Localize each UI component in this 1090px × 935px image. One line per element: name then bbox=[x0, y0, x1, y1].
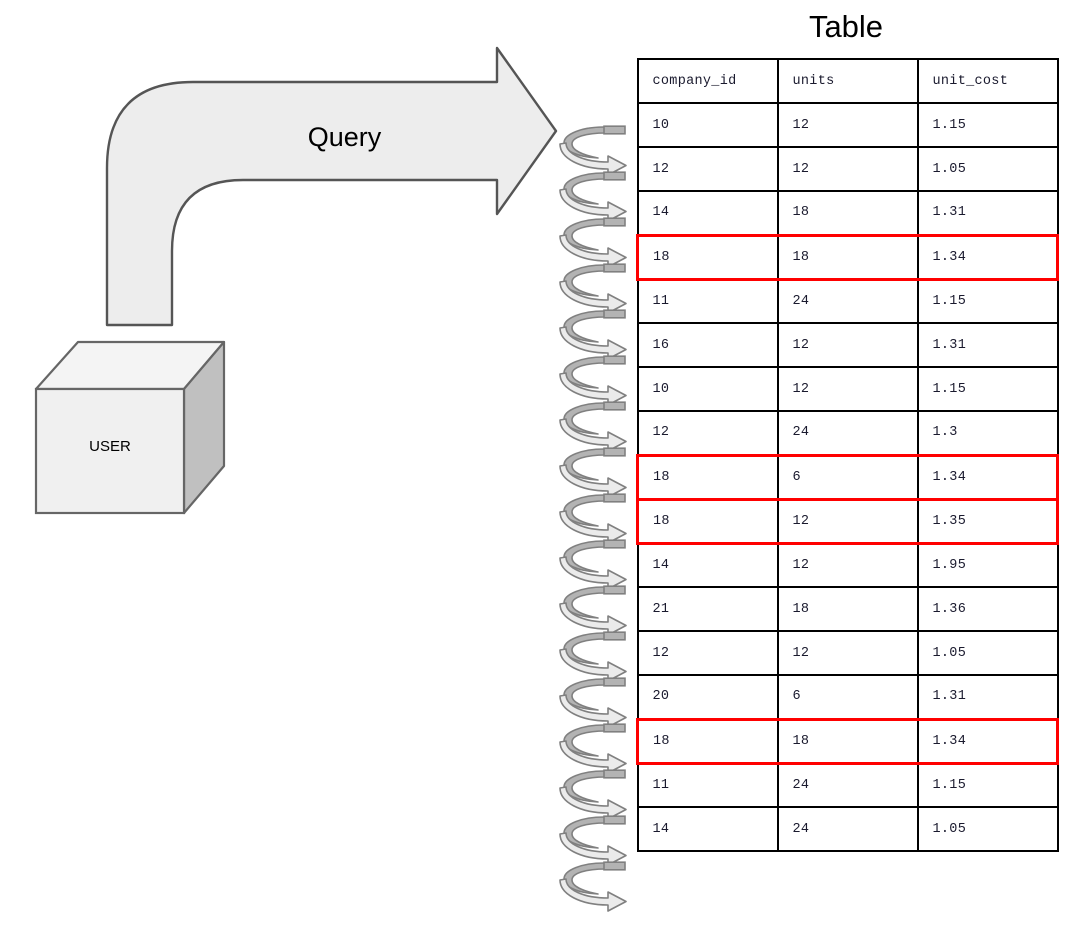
cell-company-id: 18 bbox=[636, 453, 779, 501]
query-arrow-shape bbox=[105, 46, 558, 327]
cell-unit-cost: 1.95 bbox=[916, 542, 1059, 588]
cell-unit-cost: 1.15 bbox=[916, 102, 1059, 148]
cell-unit-cost: 1.3 bbox=[916, 410, 1059, 456]
user-cube-label: USER bbox=[89, 438, 131, 455]
cell-units: 18 bbox=[776, 190, 919, 236]
cell-unit-cost: 1.05 bbox=[916, 630, 1059, 676]
table-header-row: company_id units unit_cost bbox=[636, 58, 1059, 104]
cell-unit-cost: 1.35 bbox=[916, 497, 1059, 545]
cell-unit-cost: 1.05 bbox=[916, 146, 1059, 192]
table-head: company_id units unit_cost bbox=[636, 58, 1059, 104]
cell-company-id: 12 bbox=[636, 146, 779, 192]
cell-units: 12 bbox=[776, 497, 919, 545]
cell-unit-cost: 1.31 bbox=[916, 674, 1059, 720]
cell-company-id: 21 bbox=[636, 586, 779, 632]
cell-units: 24 bbox=[776, 762, 919, 808]
cell-units: 18 bbox=[776, 233, 919, 281]
cell-units: 6 bbox=[776, 453, 919, 501]
cell-units: 12 bbox=[776, 322, 919, 368]
cell-company-id: 14 bbox=[636, 542, 779, 588]
cell-company-id: 11 bbox=[636, 762, 779, 808]
cell-units: 12 bbox=[776, 146, 919, 192]
cell-unit-cost: 1.15 bbox=[916, 278, 1059, 324]
column-header-company-id: company_id bbox=[636, 58, 779, 104]
cell-company-id: 14 bbox=[636, 190, 779, 236]
cell-company-id: 18 bbox=[636, 497, 779, 545]
cell-units: 24 bbox=[776, 806, 919, 852]
cell-company-id: 10 bbox=[636, 102, 779, 148]
cell-units: 12 bbox=[776, 102, 919, 148]
cell-units: 12 bbox=[776, 630, 919, 676]
query-arrow-label: Query bbox=[307, 122, 382, 152]
cell-unit-cost: 1.15 bbox=[916, 762, 1059, 808]
table-title: Table bbox=[808, 9, 884, 44]
cell-unit-cost: 1.36 bbox=[916, 586, 1059, 632]
spiral-connector bbox=[559, 125, 627, 912]
cell-company-id: 18 bbox=[636, 717, 779, 765]
cell-units: 24 bbox=[776, 410, 919, 456]
cell-units: 18 bbox=[776, 717, 919, 765]
cell-units: 12 bbox=[776, 366, 919, 412]
cell-unit-cost: 1.34 bbox=[916, 453, 1059, 501]
cell-company-id: 18 bbox=[636, 233, 779, 281]
cell-company-id: 20 bbox=[636, 674, 779, 720]
cell-company-id: 11 bbox=[636, 278, 779, 324]
cell-unit-cost: 1.34 bbox=[916, 233, 1059, 281]
cell-unit-cost: 1.05 bbox=[916, 806, 1059, 852]
cell-unit-cost: 1.31 bbox=[916, 190, 1059, 236]
cell-company-id: 12 bbox=[636, 410, 779, 456]
cell-units: 6 bbox=[776, 674, 919, 720]
column-header-unit-cost: unit_cost bbox=[916, 58, 1059, 104]
cell-unit-cost: 1.15 bbox=[916, 366, 1059, 412]
cell-units: 12 bbox=[776, 542, 919, 588]
cell-company-id: 12 bbox=[636, 630, 779, 676]
cell-unit-cost: 1.31 bbox=[916, 322, 1059, 368]
cell-company-id: 10 bbox=[636, 366, 779, 412]
column-header-units: units bbox=[776, 58, 919, 104]
cell-company-id: 16 bbox=[636, 322, 779, 368]
cell-company-id: 14 bbox=[636, 806, 779, 852]
cell-unit-cost: 1.34 bbox=[916, 717, 1059, 765]
cell-units: 24 bbox=[776, 278, 919, 324]
cell-units: 18 bbox=[776, 586, 919, 632]
user-cube-shape bbox=[34, 340, 226, 515]
